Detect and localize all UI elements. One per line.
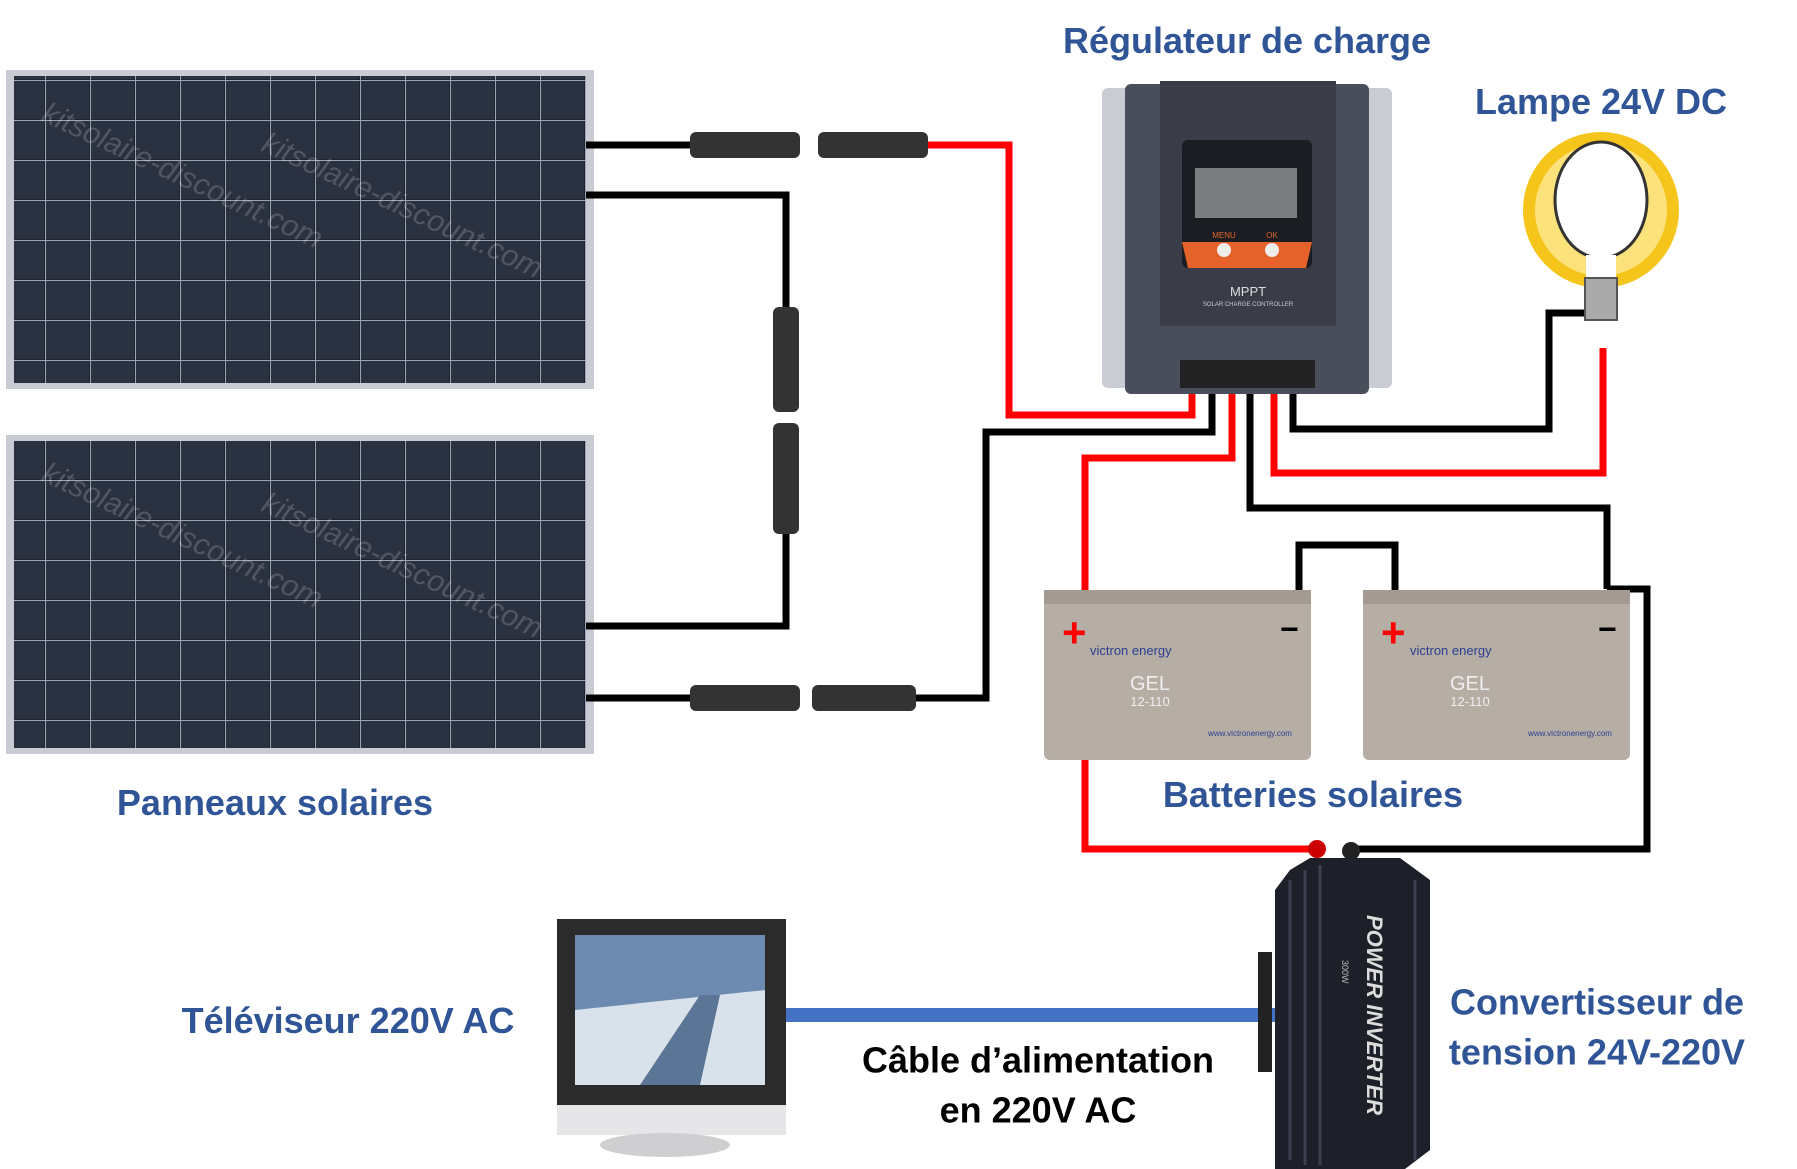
battery-2-brand: victron energy	[1410, 643, 1492, 658]
solar-panel-bottom	[6, 435, 594, 754]
battery-1-url: www.victronenergy.com	[1207, 729, 1292, 738]
battery-1-type: GEL	[1130, 673, 1170, 695]
panel-series-wire-a	[586, 191, 790, 307]
cable-label: Câble d’alimentation en 220V AC	[862, 1036, 1214, 1137]
mc4-connectors	[690, 132, 928, 711]
inverter-name: POWER INVERTER	[1362, 915, 1387, 1115]
inverter-label-line2: tension 24V-220V	[1448, 1032, 1746, 1073]
pv-positive-wire	[928, 141, 1196, 419]
lamp-label: Lampe 24V DC	[1474, 80, 1728, 122]
inverter-negative-wire	[1351, 585, 1651, 853]
pv-negative-wire	[916, 369, 1216, 702]
panel-series-wire-b	[586, 534, 790, 630]
battery-2-url: www.victronenergy.com	[1527, 729, 1612, 738]
battery-2-minus: −	[1598, 611, 1617, 647]
menu-label: MENU	[1212, 231, 1236, 240]
solar-panels-label: Panneaux solaires	[116, 781, 434, 823]
solar-panel-top	[6, 70, 594, 389]
lamp-positive-wire	[1270, 348, 1607, 477]
cable-label-line1: Câble d’alimentation	[861, 1039, 1215, 1081]
charge-controller: MENU OK MPPT SOLAR CHARGE CONTROLLER	[1102, 81, 1392, 394]
lamp-icon	[1523, 132, 1679, 321]
battery-2: + − victron energy GEL 12-110 www.victro…	[1363, 590, 1630, 760]
batteries-label: Batteries solaires	[1162, 773, 1464, 815]
battery-1-brand: victron energy	[1090, 643, 1172, 658]
battery-1: + − victron energy GEL 12-110 www.victro…	[1044, 590, 1311, 760]
inverter-label-line1: Convertisseur de	[1449, 981, 1745, 1023]
battery-1-minus: −	[1280, 611, 1299, 647]
battery-link-wire	[1295, 541, 1399, 597]
lamp-negative-wire	[1289, 309, 1589, 433]
charge-controller-label: Régulateur de charge	[1062, 19, 1432, 61]
tv-label: Téléviseur 220V AC	[181, 999, 515, 1041]
tv-icon	[557, 919, 786, 1157]
ok-label: OK	[1266, 231, 1278, 240]
inverter-power: 300W	[1340, 960, 1350, 984]
mppt-label: MPPT	[1230, 284, 1266, 299]
battery-1-plus: +	[1062, 609, 1087, 656]
power-inverter: POWER INVERTER 300W	[1258, 840, 1430, 1169]
battery-positive-wire	[1081, 369, 1317, 853]
battery-1-model: 12-110	[1130, 694, 1170, 709]
inverter-label: Convertisseur de tension 24V-220V	[1449, 978, 1745, 1079]
battery-2-model: 12-110	[1450, 694, 1490, 709]
controller-subtitle: SOLAR CHARGE CONTROLLER	[1203, 302, 1294, 308]
cable-label-line2: en 220V AC	[939, 1090, 1137, 1131]
battery-negative-wire	[1246, 369, 1611, 589]
battery-2-plus: +	[1381, 609, 1406, 656]
battery-2-type: GEL	[1450, 673, 1490, 695]
